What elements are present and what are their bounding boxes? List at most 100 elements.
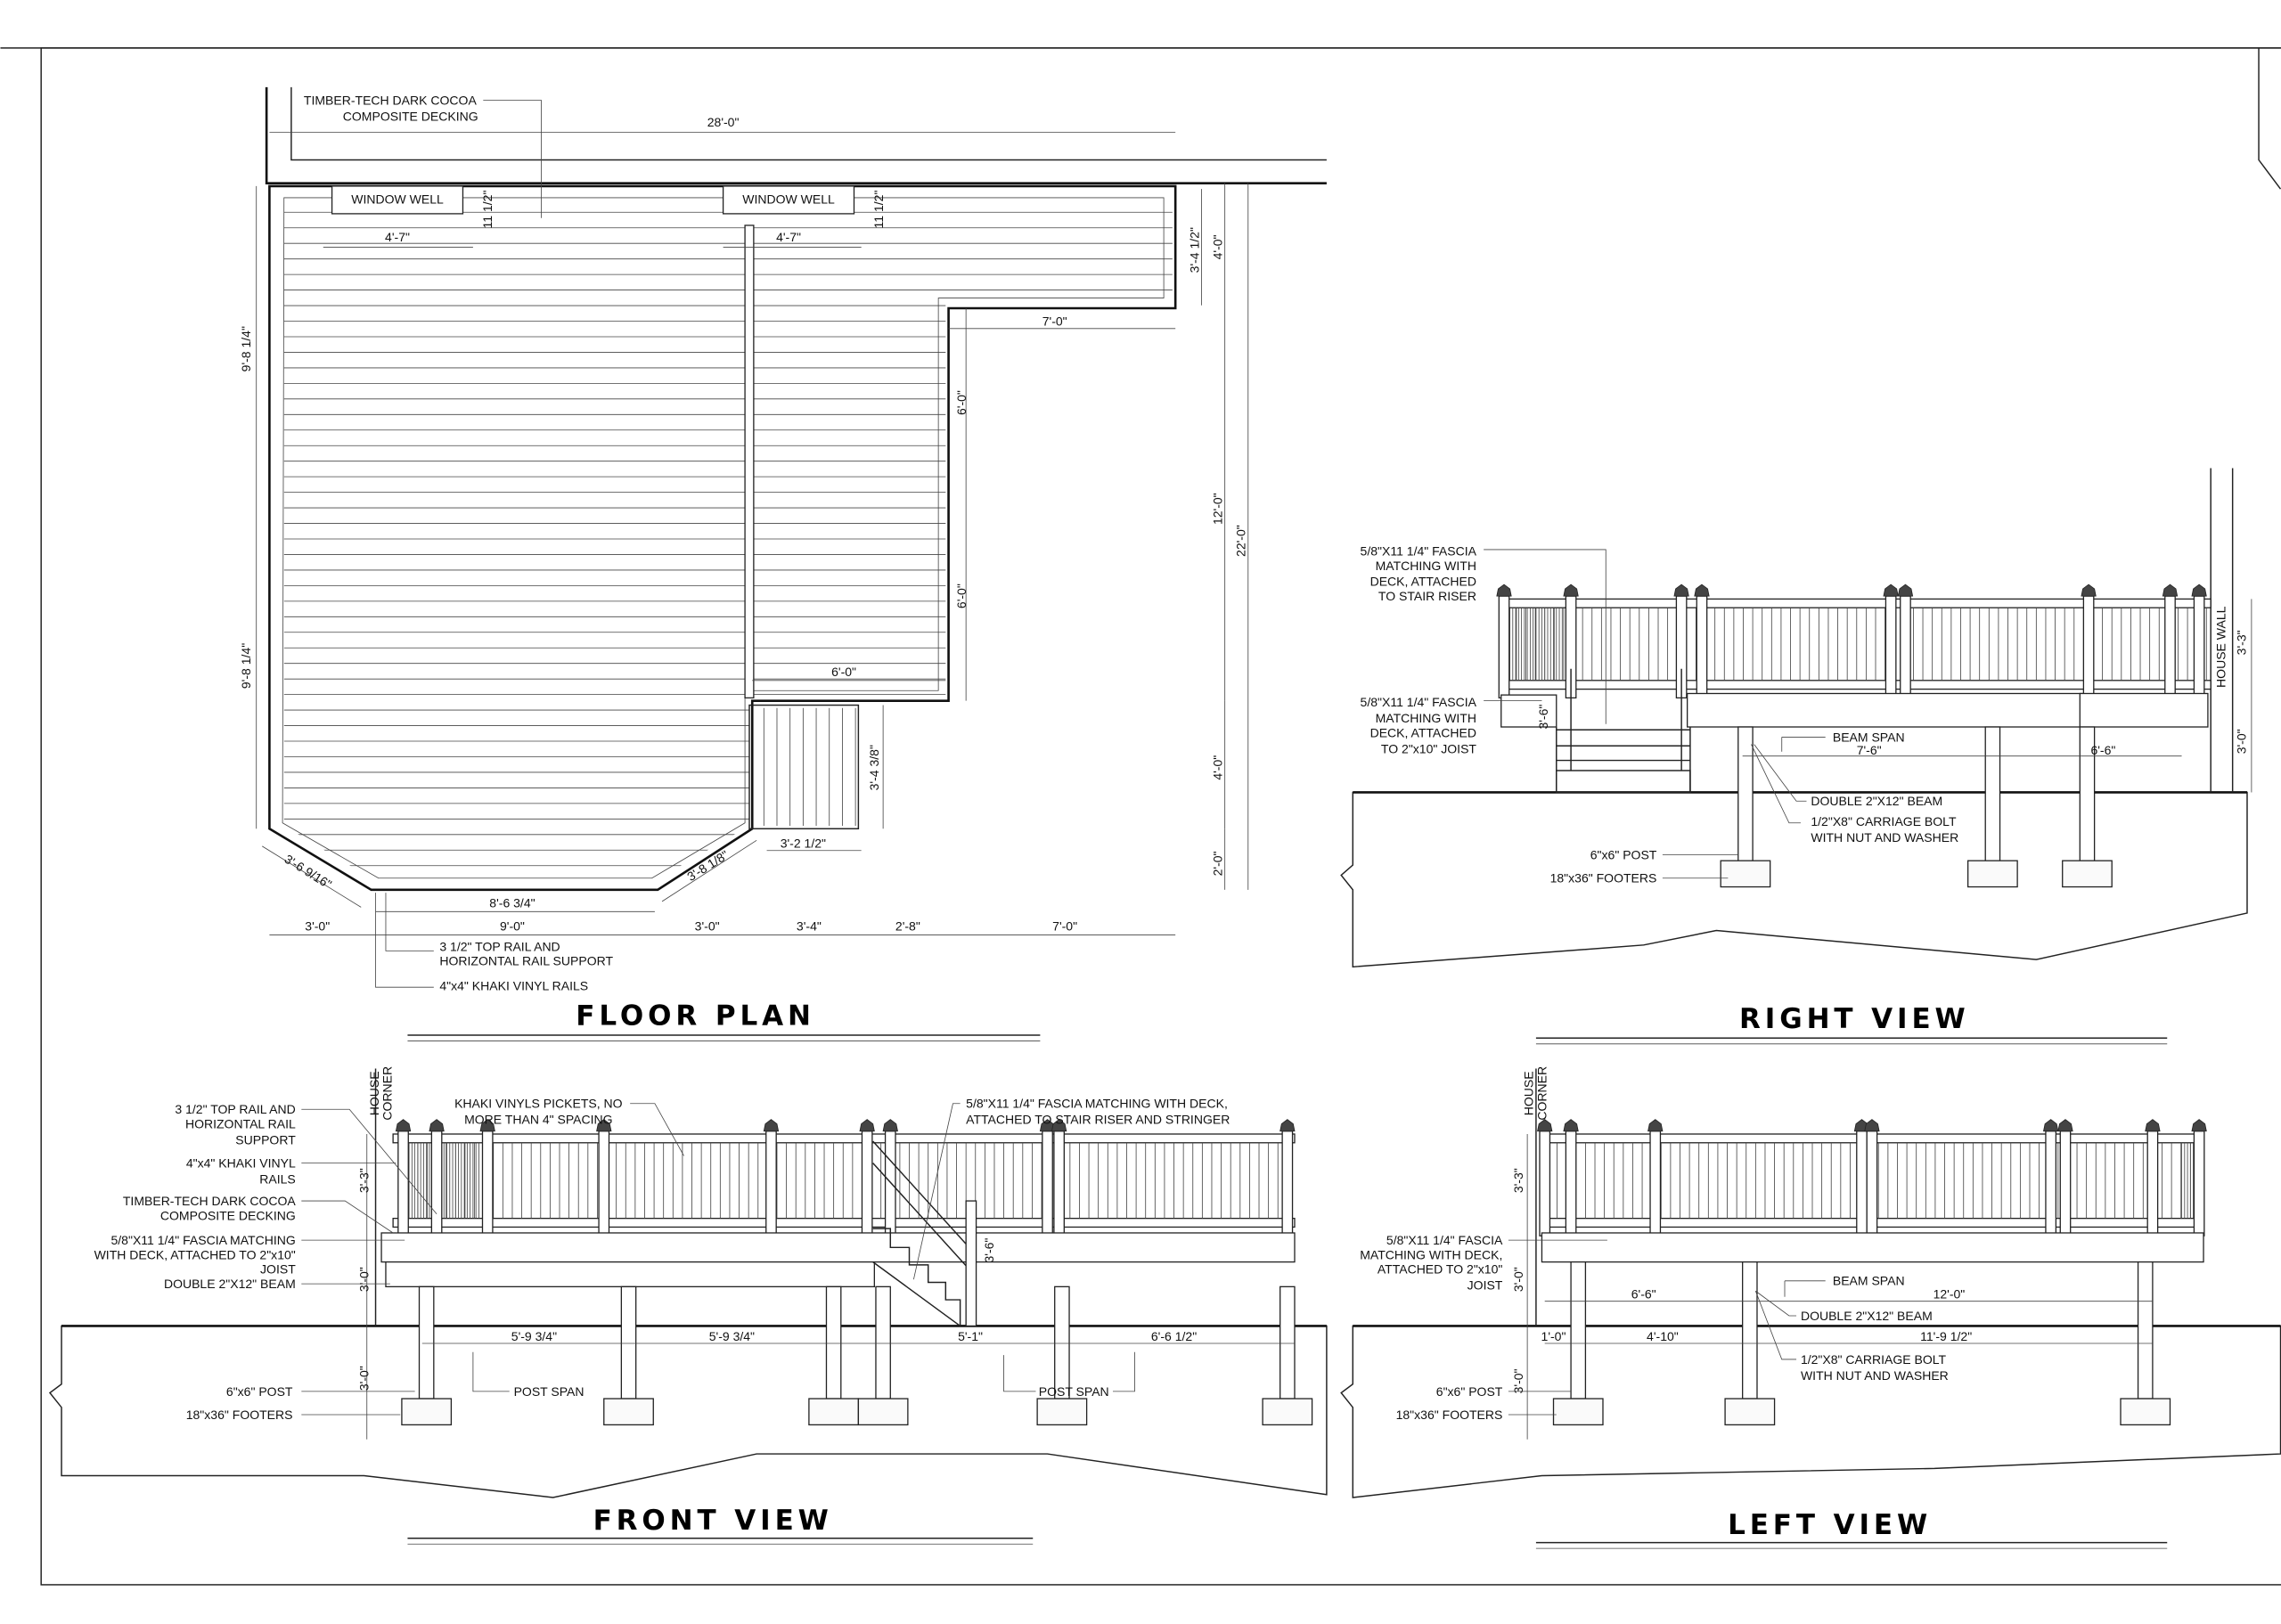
- post-span-label: POST SPAN: [1039, 1384, 1109, 1399]
- support-post: [418, 1285, 435, 1400]
- dim-rail-height: 3'-3": [2234, 630, 2248, 655]
- support-post: [1570, 1261, 1587, 1400]
- rail-post: [430, 1130, 443, 1236]
- dim-bottom-row-6: 7'-0": [1052, 919, 1077, 934]
- rail-post: [861, 1130, 873, 1236]
- house-wall: [265, 86, 1327, 184]
- stair: [872, 1140, 977, 1327]
- dim-window-well-width: 4'-7": [776, 230, 801, 244]
- dim-stair-height: 3'-6": [1536, 705, 1550, 730]
- dim-rail-height: 3'-3": [1511, 1168, 1525, 1193]
- beam-note: DOUBLE 2"X12" BEAM: [1801, 1309, 1933, 1323]
- dim-right-12ft: 12'-0": [1210, 493, 1224, 525]
- fascia-stair-note-1: 5/8"X11 1/4" FASCIA MATCHING WITH DECK,: [966, 1097, 1228, 1111]
- dim-span-1: 6'-6": [1631, 1286, 1656, 1301]
- house-corner-line-1: HOUSE: [367, 1071, 381, 1115]
- dim-right-2ft: 2'-0": [1210, 851, 1224, 876]
- dim-deck-height: 3'-0": [2234, 729, 2248, 754]
- dim-bottom-row-4: 3'-4": [797, 919, 822, 934]
- footers-note: 18"x36" FOOTERS: [1396, 1408, 1503, 1422]
- top-rail-note-line-2: HORIZONTAL RAIL SUPPORT: [439, 954, 613, 968]
- rail-post: [1498, 595, 1510, 699]
- dim-overall-width: 28'-0": [707, 115, 740, 129]
- dim-footing-depth: 3'-0": [356, 1366, 371, 1391]
- fascia-joist-note-1: 5/8"X11 1/4" FASCIA: [1361, 695, 1477, 709]
- fascia-note-3: JOIST: [260, 1262, 296, 1277]
- dim-bump-width: 7'-0": [1042, 314, 1067, 329]
- post-cap: [2043, 1119, 2059, 1132]
- post-note: 6"x6" POST: [226, 1384, 293, 1399]
- post-note: 6"x6" POST: [1436, 1384, 1503, 1399]
- rail-post: [397, 1130, 409, 1236]
- dim-left-lower: 9'-8 1/4": [239, 643, 253, 689]
- fascia-stair-note-1: 5/8"X11 1/4" FASCIA: [1361, 543, 1477, 558]
- right-view-title: RIGHT VIEW: [1739, 1003, 1970, 1035]
- dim-span-1: 7'-6": [1857, 743, 1882, 757]
- footer: [1966, 860, 2018, 888]
- front-view-title: FRONT VIEW: [593, 1505, 833, 1537]
- dim-post-2: 4'-10": [1647, 1329, 1679, 1343]
- dim-bottom-row-5: 2'-8": [895, 919, 920, 934]
- support-post: [1054, 1285, 1070, 1400]
- support-post: [825, 1285, 842, 1400]
- dim-right-4ft-a: 4'-0": [1210, 234, 1224, 259]
- top-rail-note-1: 3 1/2" TOP RAIL AND: [175, 1102, 295, 1116]
- rail-post: [2164, 595, 2176, 699]
- post-cap: [859, 1119, 875, 1132]
- footer: [1552, 1398, 1604, 1426]
- dim-diagonal-right: 3'-8 1/8": [684, 847, 731, 884]
- footers-note: 18"x36" FOOTERS: [186, 1408, 293, 1422]
- fascia-stair-note-2: ATTACHED TO STAIR RISER AND STRINGER: [966, 1113, 1230, 1127]
- dim-post-3: 11'-9 1/2": [1920, 1329, 1972, 1343]
- post-cap: [1051, 1119, 1067, 1132]
- post-cap: [2057, 1119, 2073, 1132]
- post-cap: [1563, 583, 1579, 597]
- post-cap: [2191, 583, 2207, 597]
- dim-span-2: 12'-0": [1934, 1286, 1966, 1301]
- dim-bottom-rail: 8'-6 3/4": [489, 895, 535, 910]
- bottom-rail: [1500, 680, 2212, 690]
- deck-outline: [268, 184, 1177, 892]
- fascia-note-1: 5/8"X11 1/4" FASCIA: [1386, 1233, 1503, 1247]
- vinyl-rails-note-1: 4"x4" KHAKI VINYL: [186, 1156, 296, 1171]
- post-cap: [1537, 1119, 1553, 1132]
- decking-note-line-1: TIMBER-TECH DARK COCOA: [304, 94, 478, 108]
- support-post: [1984, 726, 2001, 861]
- post-cap: [1883, 583, 1899, 597]
- fascia-note-2: MATCHING WITH DECK,: [1360, 1247, 1502, 1261]
- dim-stair-width: 3'-2 1/2": [781, 836, 826, 850]
- fascia-stair-note-3: DECK, ATTACHED: [1370, 575, 1476, 589]
- pickets-note-1: KHAKI VINYLS PICKETS, NO: [454, 1097, 623, 1111]
- fascia-note-2: WITH DECK, ATTACHED TO 2"x10": [94, 1247, 296, 1261]
- dim-window-well-width: 4'-7": [385, 230, 410, 244]
- support-post: [875, 1285, 891, 1400]
- footer: [857, 1398, 909, 1426]
- vinyl-rails-note-2: RAILS: [259, 1171, 296, 1186]
- front-view: HOUSE CORNER 3 1/2" TOP RAIL AND HORIZON…: [48, 1066, 1328, 1545]
- fascia-stair-note-4: TO STAIR RISER: [1378, 589, 1476, 603]
- dim-right-22ft: 22'-0": [1234, 525, 1248, 557]
- fascia-joist-note-3: DECK, ATTACHED: [1370, 725, 1476, 739]
- dim-bottom-row-2: 9'-0": [500, 919, 525, 934]
- rail-post: [2059, 1130, 2072, 1236]
- beam-span-label: BEAM SPAN: [1833, 730, 1905, 744]
- rail-post: [1900, 595, 1911, 699]
- post-cap: [429, 1119, 445, 1132]
- post-cap: [1563, 1119, 1579, 1132]
- right-view: HOUSE WALL 5/8"X11 1/4" FASCIA MATCHING …: [1340, 468, 2252, 1045]
- rail-post: [2146, 1130, 2159, 1236]
- stair: [1556, 668, 1691, 794]
- footer: [2120, 1398, 2171, 1426]
- pickets-note-2: MORE THAN 4" SPACING: [464, 1113, 612, 1127]
- post-cap: [763, 1119, 780, 1132]
- rail-post: [2193, 1130, 2205, 1236]
- post-cap: [2081, 583, 2097, 597]
- left-view: HOUSE CORNER 3'-3" 3'-0" 3'-0" 5/8"X11 1…: [1340, 1066, 2281, 1549]
- house-corner-line-2: CORNER: [1534, 1066, 1549, 1121]
- rail-post: [1281, 1130, 1294, 1236]
- fascia-stair-note-2: MATCHING WITH: [1376, 559, 1476, 573]
- rail-post: [481, 1130, 494, 1236]
- footer: [1720, 860, 1771, 888]
- rail-post: [2193, 595, 2205, 699]
- post-cap: [479, 1119, 495, 1132]
